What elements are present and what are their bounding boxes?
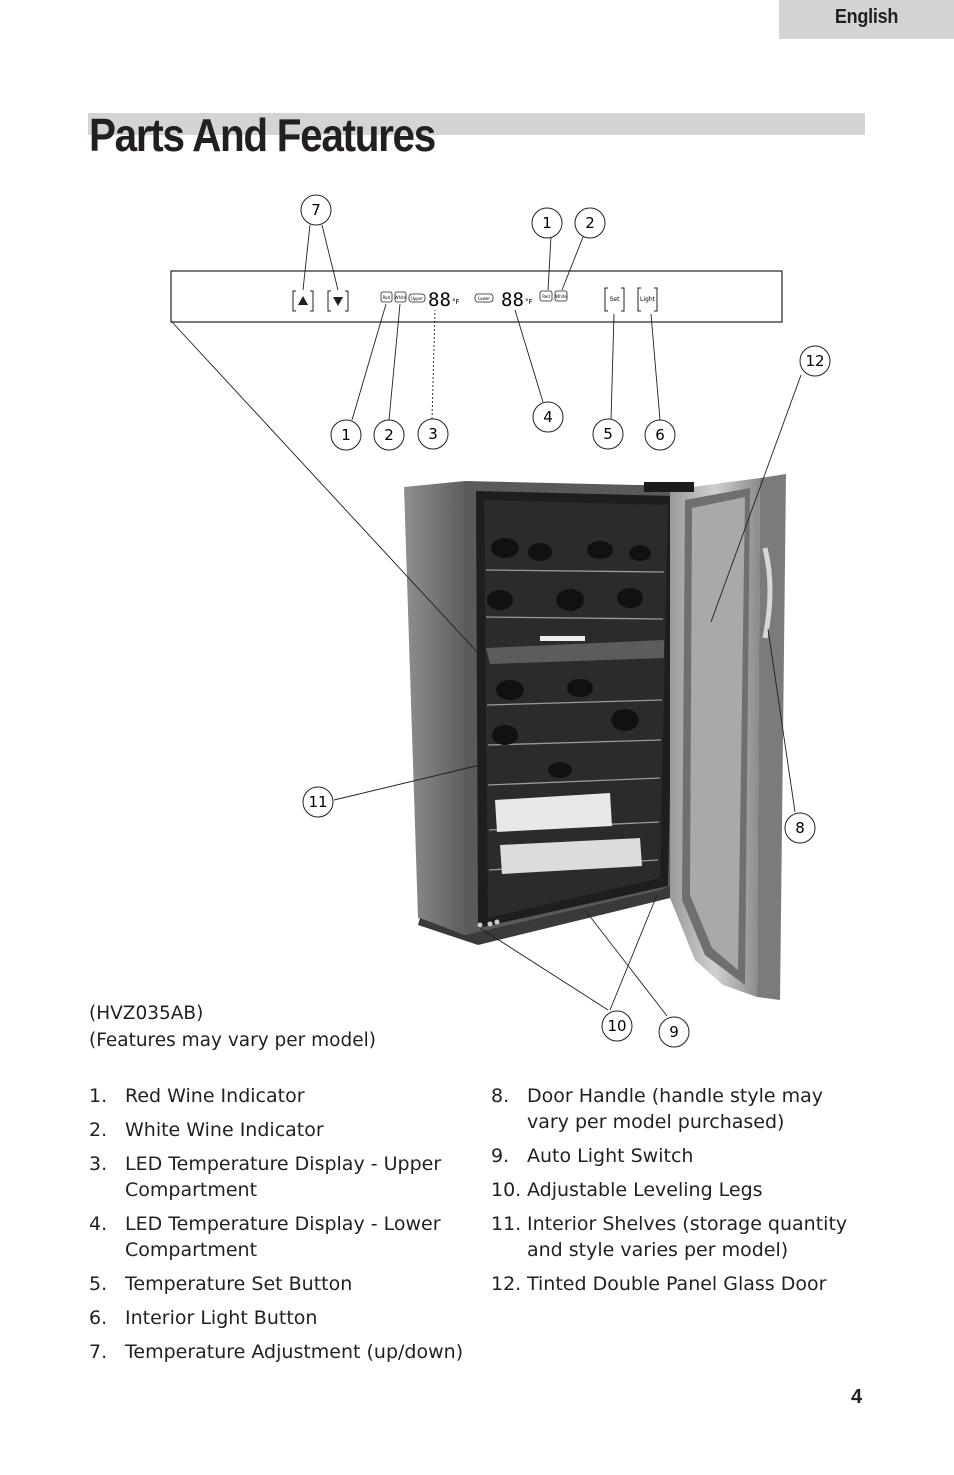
down-button[interactable] xyxy=(327,290,349,312)
list-item: 9.Auto Light Switch xyxy=(491,1145,694,1167)
list-item: 6.Interior Light Button xyxy=(89,1307,318,1329)
lower-temp-display: 88 xyxy=(501,289,524,311)
door-handle xyxy=(762,547,773,639)
svg-text:3: 3 xyxy=(428,425,438,443)
lower-zone-label: Lower xyxy=(478,296,490,301)
upper-temp-unit: °F xyxy=(452,298,460,306)
features-list-left: 1.Red Wine Indicator 2.White Wine Indica… xyxy=(89,1083,464,1373)
callout-10: 10 xyxy=(601,1010,633,1042)
upper-temp-display: 88 xyxy=(428,289,451,311)
upper-zone-indicator xyxy=(408,293,426,303)
callout-1-top: 1 xyxy=(531,207,563,239)
control-panel: Red White Upper 88 °F Lower 88 °F Red Wh… xyxy=(170,270,783,323)
callouts: 7 1 2 1 2 3 4 5 6 12 11 8 10 9 xyxy=(300,194,831,1048)
callout-9: 9 xyxy=(658,1016,690,1048)
up-arrow-icon xyxy=(298,296,308,305)
list-item: 7.Temperature Adjustment (up/down) xyxy=(89,1341,464,1363)
svg-text:4: 4 xyxy=(543,408,553,426)
title-bar xyxy=(88,113,865,135)
lower-zone-indicator xyxy=(474,293,494,303)
wine-cooler-illustration xyxy=(404,474,786,1000)
list-item: 10.Adjustable Leveling Legs xyxy=(491,1179,763,1201)
white-indicator-lower xyxy=(554,290,568,302)
page-number: 4 xyxy=(851,1386,863,1408)
svg-text:6: 6 xyxy=(655,426,665,444)
list-item: 11.Interior Shelves (storage quantity an… xyxy=(491,1213,848,1261)
up-button[interactable] xyxy=(292,290,314,312)
set-button-label: Set xyxy=(610,296,621,303)
callout-7: 7 xyxy=(300,194,332,226)
red-indicator-lower xyxy=(539,290,553,302)
features-list-right: 8.Door Handle (handle style may vary per… xyxy=(491,1083,851,1305)
svg-text:7: 7 xyxy=(311,201,321,219)
down-arrow-icon xyxy=(333,297,343,306)
white-indicator-lower-label: White xyxy=(555,294,567,299)
svg-text:2: 2 xyxy=(585,214,595,232)
callout-2-top: 2 xyxy=(574,207,606,239)
svg-text:10: 10 xyxy=(607,1017,626,1035)
list-item: 8.Door Handle (handle style may vary per… xyxy=(491,1085,823,1133)
list-item: 3.LED Temperature Display - Upper Compar… xyxy=(89,1153,442,1201)
svg-text:9: 9 xyxy=(669,1023,679,1041)
model-note: (HVZ035AB) (Features may vary per model) xyxy=(89,1000,376,1054)
svg-text:1: 1 xyxy=(341,426,351,444)
callout-1: 1 xyxy=(330,419,362,451)
leader-lines xyxy=(171,224,802,1017)
svg-text:2: 2 xyxy=(384,426,394,444)
svg-text:12: 12 xyxy=(805,352,824,370)
language-tab-label: English xyxy=(834,6,899,28)
list-item: 12.Tinted Double Panel Glass Door xyxy=(491,1273,827,1295)
red-indicator-lower-label: Red xyxy=(542,294,550,299)
interior-control-panel xyxy=(486,640,664,664)
callout-8: 8 xyxy=(784,812,816,844)
svg-text:5: 5 xyxy=(603,425,613,443)
callout-6: 6 xyxy=(644,419,676,451)
callout-3: 3 xyxy=(417,418,449,450)
svg-text:1: 1 xyxy=(542,214,552,232)
list-item: 5.Temperature Set Button xyxy=(89,1273,353,1295)
white-indicator-upper-label: White xyxy=(395,295,407,300)
callout-12: 12 xyxy=(799,345,831,377)
page-title: Parts And Features xyxy=(89,109,436,161)
callout-2: 2 xyxy=(373,419,405,451)
list-item: 2.White Wine Indicator xyxy=(89,1119,324,1141)
light-button[interactable]: Light xyxy=(637,287,658,312)
callout-11: 11 xyxy=(302,786,334,818)
light-button-label: Light xyxy=(640,296,656,303)
upper-zone-label: Upper xyxy=(411,296,423,301)
white-indicator-upper xyxy=(394,291,407,303)
red-indicator-upper xyxy=(380,291,393,303)
language-tab: English xyxy=(779,0,954,39)
svg-text:11: 11 xyxy=(308,793,327,811)
list-item: 1.Red Wine Indicator xyxy=(89,1085,305,1107)
lower-temp-unit: °F xyxy=(525,298,533,306)
callout-4: 4 xyxy=(532,401,564,433)
model-number: (HVZ035AB) xyxy=(89,1003,204,1024)
svg-text:8: 8 xyxy=(795,819,805,837)
red-indicator-upper-label: Red xyxy=(383,295,391,300)
list-item: 4.LED Temperature Display - Lower Compar… xyxy=(89,1213,441,1261)
set-button[interactable]: Set xyxy=(604,287,625,312)
callout-5: 5 xyxy=(592,418,624,450)
model-disclaimer: (Features may vary per model) xyxy=(89,1030,376,1051)
